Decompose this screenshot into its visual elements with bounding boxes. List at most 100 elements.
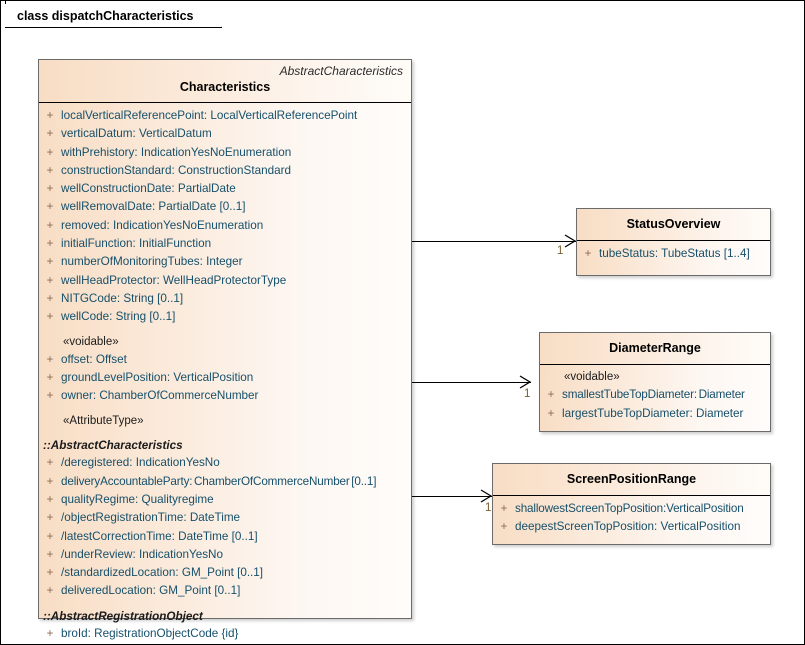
uml-attribute-row: + localVerticalReferencePoint: LocalVerti… [39, 107, 411, 125]
uml-attribute-row: +wellHeadProtector: WellHeadProtectorTyp… [39, 272, 411, 290]
uml-inherited-group-row: ::AbstractRegistrationObject [43, 609, 203, 623]
uml-attribute-label: initialFunction: InitialFunction [61, 237, 212, 251]
uml-attribute-row: +offset: Offset [39, 351, 411, 369]
uml-attribute-label: /underReview: IndicationYesNo [61, 547, 223, 561]
uml-stereotype-row: «voidable» [63, 335, 119, 348]
uml-attribute-row: +owner: ChamberOfCommerceNumber [39, 387, 411, 405]
uml-class-body-screen-position-range: + shallowestScreenTopPosition:VerticalPos… [493, 496, 770, 543]
uml-attribute-row: + wellConstructionDate: PartialDate [39, 180, 411, 198]
uml-attribute-label: largestTubeTopDiameter: Diameter [562, 406, 744, 420]
uml-attribute-visibility: + [46, 585, 54, 598]
connector-multiplicity-status-overview: 1 [557, 245, 564, 257]
uml-attribute-visibility: + [46, 628, 54, 641]
uml-class-name-screen-position-range: ScreenPositionRange [566, 472, 697, 486]
uml-attribute-row: + withPrehistory: IndicationYesNoEnumerat… [39, 144, 411, 162]
uml-class-diameter-range[interactable]: DiameterRange «voidable»+smallestTubeTop… [539, 332, 771, 432]
uml-class-name-diameter-range: DiameterRange [609, 341, 701, 355]
uml-stereotype-row: «voidable» [564, 371, 620, 383]
connector-multiplicity-diameter-range: 1 [524, 388, 531, 400]
uml-attribute-label: /deregistered: IndicationYesNo [61, 456, 220, 470]
uml-attribute-row: + tubeStatus: TubeStatus [1..4] [577, 245, 770, 263]
uml-attribute-label: numberOfMonitoringTubes: Integer [61, 255, 243, 269]
uml-attribute-label: /objectRegistrationTime: DateTime [61, 511, 241, 525]
uml-attribute-visibility: + [46, 183, 54, 196]
uml-attribute-visibility: + [46, 512, 54, 525]
uml-attribute-visibility: + [46, 390, 54, 403]
uml-attribute-visibility: + [46, 201, 54, 214]
uml-inherited-group-row: ::AbstractCharacteristics [43, 439, 183, 453]
uml-attribute-visibility: + [46, 311, 54, 324]
uml-attribute-visibility: + [46, 493, 54, 506]
uml-attribute-row: +/underReview: IndicationYesNo [39, 546, 411, 564]
uml-attribute-label: deliveryAccountableParty: ChamberOfComme… [61, 474, 377, 488]
uml-attribute-label: localVerticalReferencePoint: LocalVertic… [61, 109, 358, 122]
uml-attribute-label: tubeStatus: TubeStatus [1..4] [599, 247, 750, 260]
uml-attribute-label: verticalDatum: VerticalDatum [61, 127, 212, 141]
connector-line-status-overview [412, 241, 576, 242]
uml-attribute-label: wellRemovalDate: PartialDate [0..1] [61, 200, 246, 214]
uml-class-header-status-overview: StatusOverview [577, 209, 770, 241]
uml-class-header-diameter-range: DiameterRange [540, 333, 770, 365]
uml-attribute-visibility: + [584, 248, 592, 260]
uml-class-body-diameter-range: «voidable»+smallestTubeTopDiameter: Diam… [540, 365, 770, 429]
connector-arrowhead-status-overview [564, 234, 576, 248]
uml-attribute-label: deliveredLocation: GM_Point [0..1] [61, 584, 241, 598]
uml-attribute-visibility: + [46, 567, 54, 580]
uml-section-spacer [39, 406, 411, 413]
uml-attribute-label: groundLevelPosition: VerticalPosition [61, 371, 254, 385]
uml-attribute-label: shallowestScreenTopPosition:VerticalPosi… [515, 502, 744, 515]
uml-class-screen-position-range[interactable]: ScreenPositionRange + shallowestScreenTop… [492, 463, 771, 545]
uml-section-spacer [39, 601, 411, 608]
uml-attribute-label: offset: Offset [61, 352, 127, 366]
diagram-title-tab[interactable]: class dispatchCharacteristics [5, 4, 222, 28]
uml-class-name: Characteristics [179, 80, 271, 94]
uml-attribute-visibility: + [547, 407, 555, 420]
uml-class-characteristics[interactable]: AbstractCharacteristics Characteristics … [38, 59, 412, 640]
uml-attribute-label: wellCode: String [0..1] [61, 310, 176, 324]
uml-attribute-row: +/standardizedLocation: GM_Point [0..1] [39, 564, 411, 582]
uml-attribute-row: + wellCode: String [0..1] [39, 308, 411, 326]
uml-attribute-visibility: + [500, 503, 508, 515]
uml-section-spacer [39, 430, 411, 437]
uml-attribute-row: + numberOfMonitoringTubes: Integer [39, 253, 411, 271]
uml-attribute-visibility: + [46, 530, 54, 543]
uml-attribute-row: + shallowestScreenTopPosition:VerticalPos… [493, 500, 770, 518]
uml-attribute-visibility: + [46, 256, 54, 269]
uml-attribute-row: + groundLevelPosition: VerticalPosition [39, 369, 411, 387]
uml-attribute-visibility: + [46, 372, 54, 385]
uml-attribute-visibility: + [46, 457, 54, 470]
uml-attribute-visibility: + [46, 128, 54, 141]
uml-class-status-overview[interactable]: StatusOverview + tubeStatus: TubeStatus [… [576, 208, 771, 276]
uml-attribute-row: +/latestCorrectionTime: DateTime [0..1] [39, 528, 411, 546]
uml-class-body-status-overview: + tubeStatus: TubeStatus [1..4] [577, 241, 770, 269]
uml-attribute-visibility: + [547, 389, 555, 402]
uml-attribute-row: + initialFunction: InitialFunction [39, 235, 411, 253]
uml-section-spacer [39, 327, 411, 334]
uml-attribute-row: + /deregistered: IndicationYesNo [39, 454, 411, 472]
connector-line-diameter-range [412, 382, 531, 383]
uml-attribute-visibility: + [46, 146, 54, 159]
uml-attribute-row: +broId: RegistrationObjectCode {id} [39, 625, 411, 643]
uml-class-stereotype: AbstractCharacteristics [279, 64, 403, 78]
uml-attribute-row: + deliveredLocation: GM_Point [0..1] [39, 582, 411, 600]
uml-attribute-visibility: + [46, 164, 54, 177]
diagram-title-label: class dispatchCharacteristics [17, 8, 194, 23]
uml-attribute-row: +deliveryAccountableParty: ChamberOfComm… [39, 473, 411, 491]
uml-attribute-row: + wellRemovalDate: PartialDate [0..1] [39, 198, 411, 216]
uml-attribute-label: NITGCode: String [0..1] [61, 291, 184, 305]
connector-arrowhead-screen-position-range [480, 489, 492, 503]
connector-arrowhead-diameter-range [519, 375, 531, 389]
uml-attribute-label: wellConstructionDate: PartialDate [61, 182, 236, 196]
uml-attribute-visibility: + [46, 238, 54, 251]
uml-class-body-characteristics: + localVerticalReferencePoint: LocalVerti… [39, 103, 411, 644]
connector-line-screen-position-range [412, 496, 492, 497]
uml-class-header-characteristics: AbstractCharacteristics Characteristics [39, 60, 411, 103]
uml-attribute-visibility: + [46, 110, 54, 122]
uml-attribute-label: withPrehistory: IndicationYesNoEnumerati… [61, 145, 292, 159]
connector-multiplicity-screen-position-range: 1 [485, 502, 492, 514]
uml-class-name-status-overview: StatusOverview [626, 217, 721, 231]
uml-attribute-label: deepestScreenTopPosition: VerticalPositi… [515, 520, 741, 534]
uml-attribute-label: constructionStandard: ConstructionStanda… [61, 163, 291, 177]
uml-attribute-row: + constructionStandard: ConstructionStand… [39, 162, 411, 180]
uml-stereotype-row: «AttributeType» [63, 414, 144, 427]
